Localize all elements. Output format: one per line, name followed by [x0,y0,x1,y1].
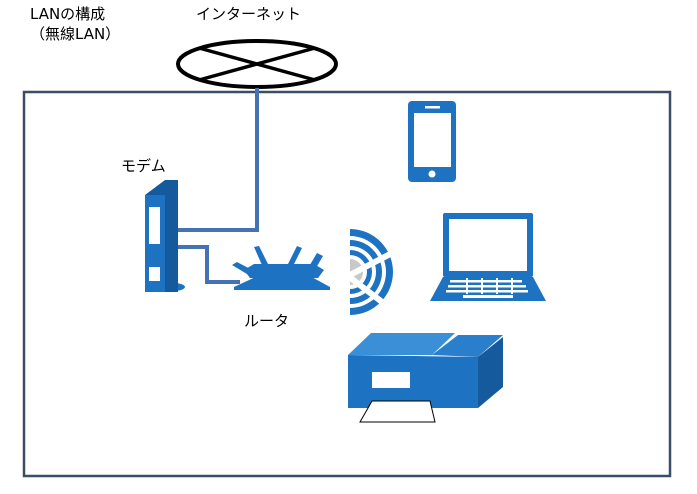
laptop-icon [430,213,546,301]
modem-label: モデム [121,157,166,175]
printer-icon [348,333,503,423]
wifi-signal-icon [346,229,398,315]
diagram-title-line1: LANの構成 [30,5,106,23]
diagram-title: LANの構成 （無線LAN） [30,4,120,44]
cable-modem-router [178,245,240,284]
diagram-title-line2: （無線LAN） [30,25,121,43]
lan-boundary [22,90,672,478]
router-label: ルータ [244,312,290,330]
internet-label: インターネット [196,5,302,23]
modem-icon [145,180,185,292]
router-icon [232,246,330,290]
cable-internet-modem [178,88,259,232]
smartphone-icon [408,101,456,182]
internet-cloud-icon [176,39,338,89]
network-cables [178,88,259,284]
